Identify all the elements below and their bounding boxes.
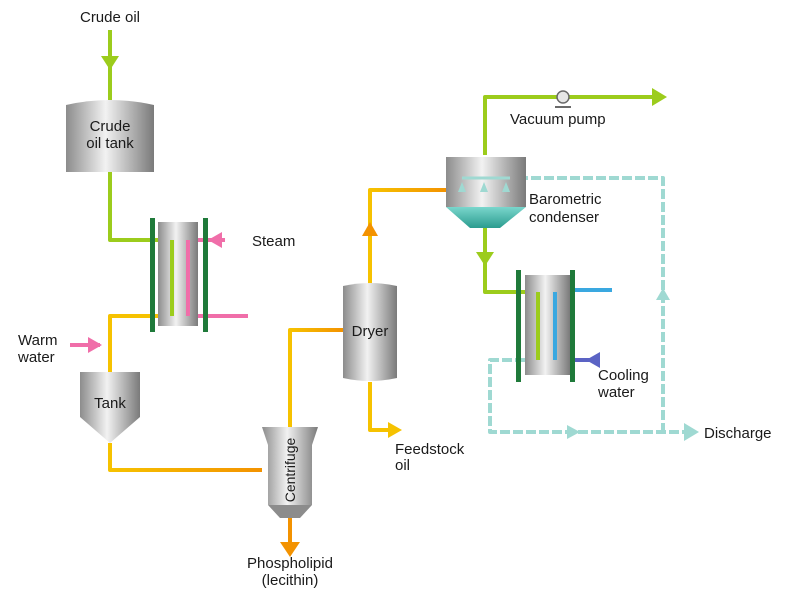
dryer-up-arrow — [362, 222, 378, 236]
dryer-to-condenser-pipe — [368, 188, 446, 285]
centrifuge: Centrifuge — [262, 427, 318, 518]
crude-oil-tank-label-1: Crude — [90, 118, 131, 135]
crude-oil-tank: Crude oil tank — [66, 100, 154, 172]
cooling-water-label-1: Cooling — [598, 367, 649, 384]
steam-label: Steam — [252, 233, 295, 250]
vacuum-pipe — [483, 95, 655, 155]
vacuum-pump-label: Vacuum pump — [510, 111, 606, 128]
condenser-down-arrow — [476, 252, 494, 266]
crude-oil-arrow — [101, 56, 119, 70]
tank-to-centrifuge-pipe — [108, 443, 262, 472]
discharge-up-arrow — [656, 288, 670, 300]
heat-exchanger-1 — [150, 218, 208, 332]
dryer-to-feedstock-pipe — [368, 382, 393, 432]
barometric-condenser-label-1: Barometric — [529, 191, 602, 208]
phospholipid-label-2: (lecithin) — [262, 572, 319, 589]
feedstock-arrow — [388, 422, 402, 438]
discharge-from-condenser-pipe — [505, 176, 665, 432]
phospholipid-label-1: Phospholipid — [247, 555, 333, 572]
dryer-label: Dryer — [352, 323, 389, 340]
vacuum-pump — [555, 90, 571, 108]
tank-label: Tank — [94, 395, 126, 412]
crude-oil-tank-label-2: oil tank — [86, 135, 134, 152]
discharge-from-exchanger-pipe — [488, 358, 685, 434]
feedstock-oil-label-1: Feedstock — [395, 441, 465, 458]
cooling-water-label-2: water — [597, 384, 635, 401]
discharge-right-arrow — [567, 425, 580, 439]
phospholipid-arrow — [280, 542, 300, 557]
warm-water-arrow — [88, 337, 102, 353]
centrifuge-label: Centrifuge — [282, 437, 298, 502]
tank: Tank — [80, 372, 140, 443]
warm-water-label-2: water — [17, 349, 55, 366]
vacuum-out-arrow — [652, 88, 667, 106]
crude-oil-label: Crude oil — [80, 9, 140, 26]
warm-water-label-1: Warm — [18, 332, 57, 349]
cooling-water-arrow — [586, 352, 600, 368]
discharge-label: Discharge — [704, 425, 772, 442]
feedstock-oil-label-2: oil — [395, 457, 410, 474]
discharge-end-arrow — [684, 423, 699, 441]
steam-arrow — [208, 232, 222, 248]
centrifuge-to-dryer-pipe — [288, 328, 343, 430]
stream-labels: Crude oil Steam Warm water Phospholipid … — [17, 9, 772, 589]
barometric-condenser-label-2: condenser — [529, 209, 599, 226]
flow-arrows — [88, 56, 699, 557]
dryer: Dryer — [343, 283, 397, 381]
barometric-condenser — [446, 157, 526, 228]
heat-exchanger-2 — [516, 270, 575, 382]
